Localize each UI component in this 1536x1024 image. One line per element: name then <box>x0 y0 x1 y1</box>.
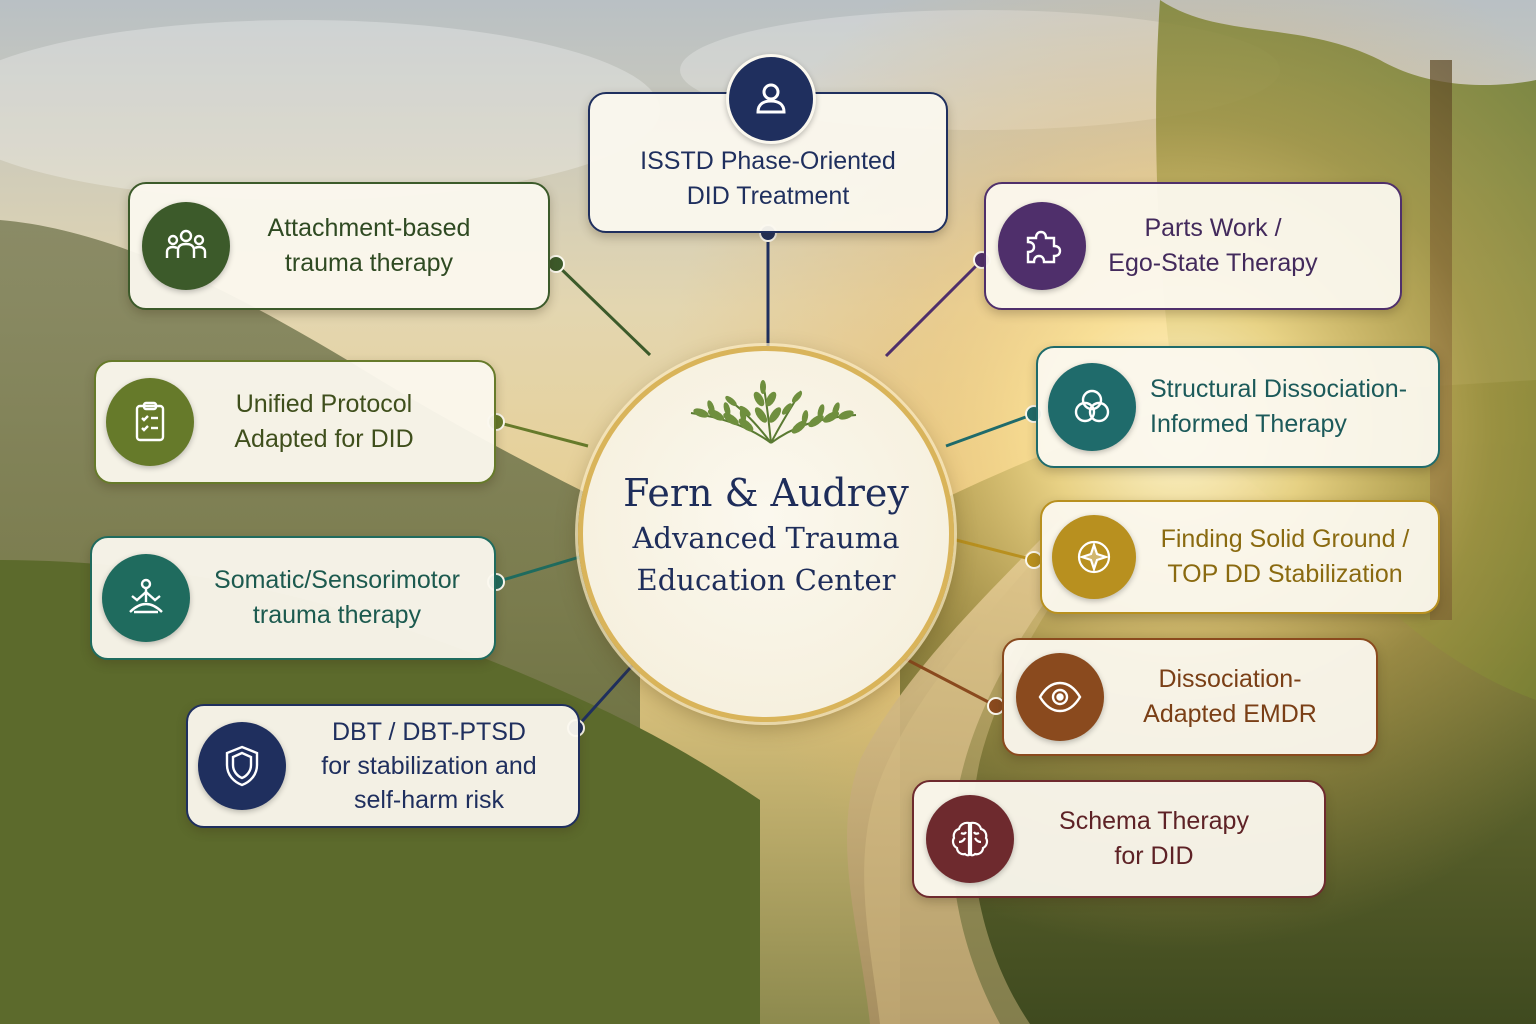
circles-icon <box>1048 363 1136 451</box>
node-dbt: DBT / DBT-PTSD for stabilization and sel… <box>186 704 580 828</box>
node-parts-work: Parts Work / Ego-State Therapy <box>984 182 1402 310</box>
center-title-line1: Fern & Audrey <box>623 471 909 515</box>
node-label-line: for DID <box>1114 842 1194 870</box>
node-label-line: trauma therapy <box>252 601 422 629</box>
brain-icon <box>926 795 1014 883</box>
clipboard-icon <box>106 378 194 466</box>
node-label-line: Attachment-based <box>267 214 471 242</box>
center-title: Fern & Audrey Advanced Trauma Education … <box>583 469 949 601</box>
node-label-line: Structural Dissociation- <box>1150 375 1408 403</box>
node-label-line: Schema Therapy <box>1059 807 1249 835</box>
node-label-line: Adapted EMDR <box>1143 700 1317 728</box>
person-icon <box>726 54 816 144</box>
group-icon <box>142 202 230 290</box>
node-label-line: trauma therapy <box>284 249 454 277</box>
center-title-line3: Education Center <box>636 563 896 597</box>
fern-icon <box>690 380 857 444</box>
node-structural-dissociation: Structural Dissociation- Informed Therap… <box>1036 346 1440 468</box>
meditation-icon <box>102 554 190 642</box>
eye-icon <box>1016 653 1104 741</box>
node-label-line: DID Treatment <box>686 182 850 210</box>
center-title-line2: Advanced Trauma <box>632 521 900 555</box>
node-schema-therapy: Schema Therapy for DID <box>912 780 1326 898</box>
shield-icon <box>198 722 286 810</box>
node-unified-protocol: Unified Protocol Adapted for DID <box>94 360 496 484</box>
compass-icon <box>1052 515 1136 599</box>
node-label-line: Ego-State Therapy <box>1108 249 1318 277</box>
node-label-line: TOP DD Stabilization <box>1167 560 1403 588</box>
node-label-line: Finding Solid Ground / <box>1160 525 1410 553</box>
node-label-line: DBT / DBT-PTSD <box>331 718 526 746</box>
node-label-line: Informed Therapy <box>1150 410 1347 438</box>
node-label-line: Unified Protocol <box>235 390 413 418</box>
node-dissociation-adapted-emdr: Dissociation- Adapted EMDR <box>1002 638 1378 756</box>
node-label-line: for stabilization and <box>321 752 537 780</box>
node-attachment-based: Attachment-based trauma therapy <box>128 182 550 310</box>
center-hub: Fern & Audrey Advanced Trauma Education … <box>578 346 954 722</box>
node-label-line: Somatic/Sensorimotor <box>214 566 460 594</box>
node-label-line: Adapted for DID <box>234 425 414 453</box>
node-label-line: ISSTD Phase-Oriented <box>640 147 896 175</box>
node-label-line: Dissociation- <box>1158 665 1302 693</box>
puzzle-icon <box>998 202 1086 290</box>
node-label-line: self-harm risk <box>353 786 504 814</box>
node-somatic-sensorimotor: Somatic/Sensorimotor trauma therapy <box>90 536 496 660</box>
node-label-line: Parts Work / <box>1144 214 1282 242</box>
node-finding-solid-ground: Finding Solid Ground / TOP DD Stabilizat… <box>1040 500 1440 614</box>
